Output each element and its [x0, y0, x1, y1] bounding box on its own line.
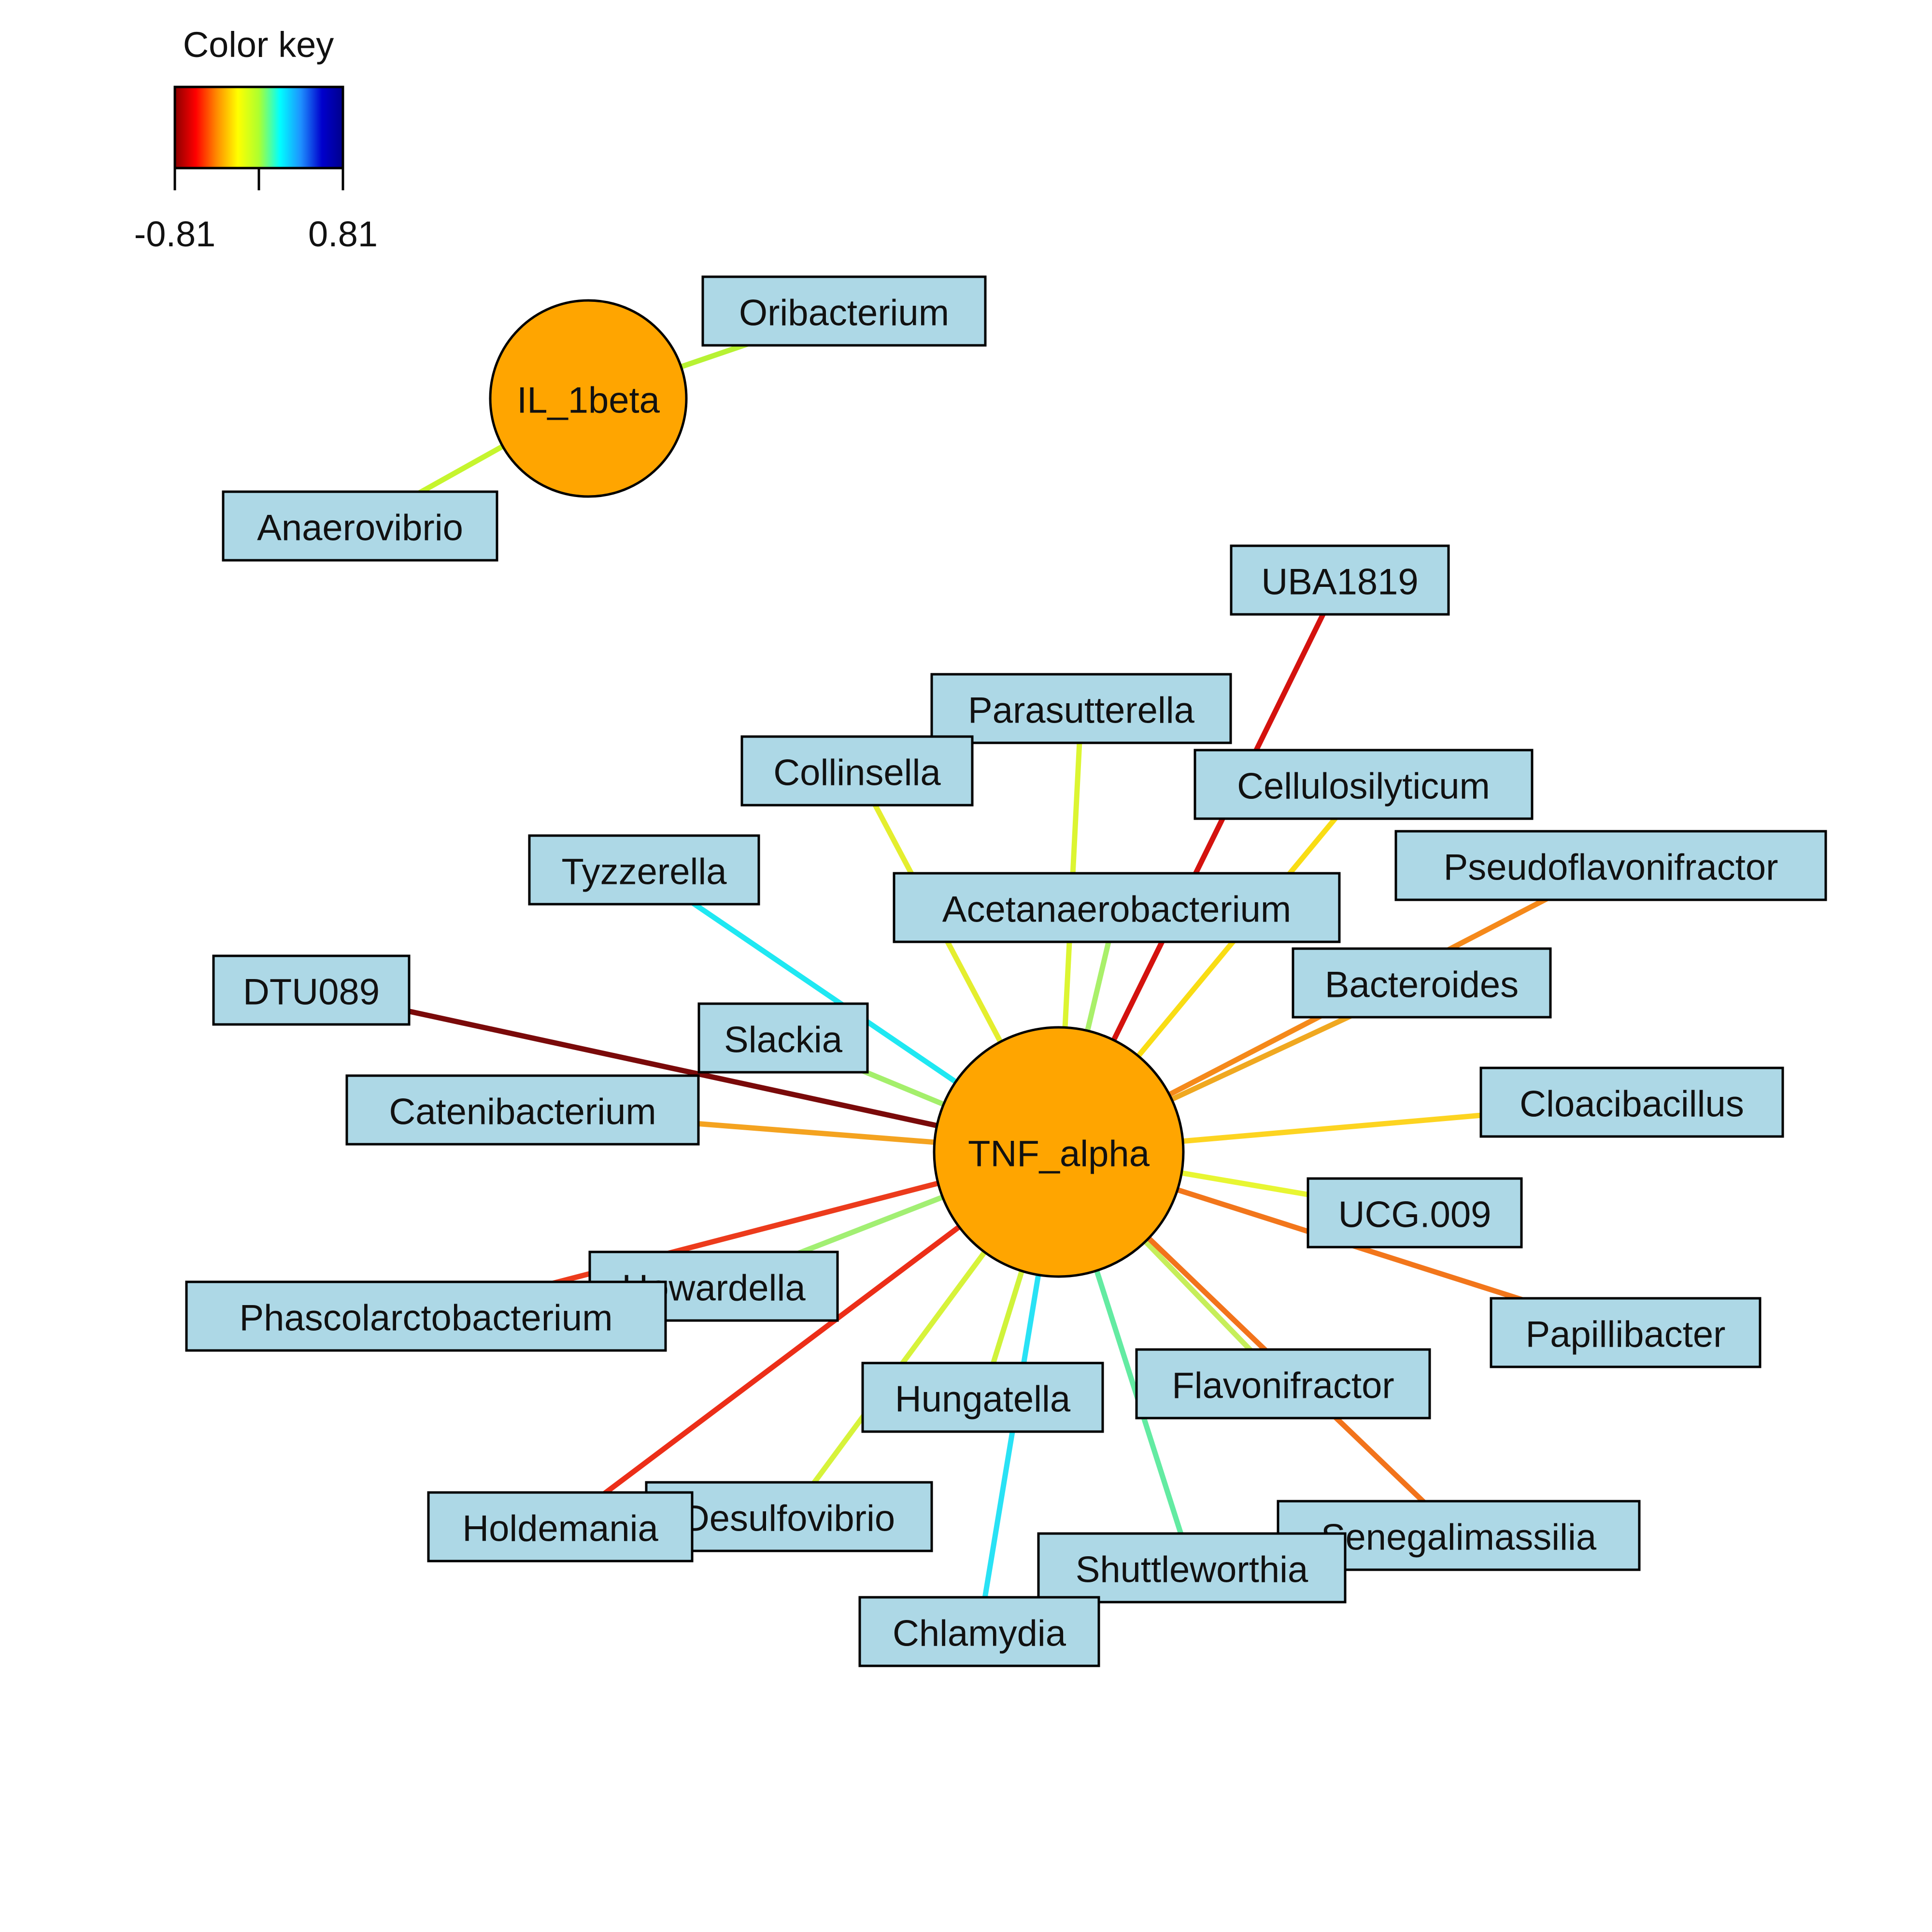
node-label-collinsella: Collinsella: [773, 753, 941, 794]
node-tyzzerella[interactable]: Tyzzerella: [528, 834, 760, 906]
node-box-holdemania: [427, 1491, 694, 1563]
node-chlamydia[interactable]: Chlamydia: [858, 1596, 1100, 1667]
node-collinsella[interactable]: Collinsella: [740, 735, 974, 807]
node-box-acetanaerobacterium: [893, 872, 1341, 943]
node-label-chlamydia: Chlamydia: [893, 1613, 1066, 1654]
node-label-cloacibacillus: Cloacibacillus: [1520, 1084, 1744, 1125]
node-uba1819[interactable]: UBA1819: [1230, 544, 1450, 616]
node-oribacterium[interactable]: Oribacterium: [701, 275, 987, 347]
node-acetanaerobacterium[interactable]: Acetanaerobacterium: [893, 872, 1341, 943]
node-box-phascolarctobacterium: [185, 1280, 667, 1352]
node-box-slackia: [697, 1002, 869, 1074]
node-box-hungatella: [861, 1362, 1104, 1433]
node-label-oribacterium: Oribacterium: [739, 293, 949, 334]
node-label-desulfovibrio: Desulfovibrio: [683, 1498, 895, 1539]
node-box-flavonifractor: [1135, 1348, 1431, 1420]
node-box-dtu089: [212, 954, 411, 1026]
node-pseudoflavonifractor[interactable]: Pseudoflavonifractor: [1394, 830, 1827, 901]
node-box-anaerovibrio: [222, 490, 498, 562]
node-label-acetanaerobacterium: Acetanaerobacterium: [942, 889, 1291, 930]
node-catenibacterium[interactable]: Catenibacterium: [345, 1074, 700, 1146]
hub-circle-il-1beta: [489, 299, 688, 498]
node-box-cloacibacillus: [1479, 1066, 1784, 1138]
node-box-pseudoflavonifractor: [1394, 830, 1827, 901]
hub-il-1beta[interactable]: IL_1beta: [489, 299, 688, 498]
node-hungatella[interactable]: Hungatella: [861, 1362, 1104, 1433]
node-flavonifractor[interactable]: Flavonifractor: [1135, 1348, 1431, 1420]
node-label-phascolarctobacterium: Phascolarctobacterium: [239, 1298, 612, 1339]
node-ucg-009[interactable]: UCG.009: [1307, 1177, 1523, 1249]
nodes-layer: OribacteriumAnaerovibrioUBA1819Parasutte…: [185, 275, 1827, 1667]
node-slackia[interactable]: Slackia: [697, 1002, 869, 1074]
hub-label-il-1beta: IL_1beta: [517, 380, 660, 421]
node-label-dtu089: DTU089: [243, 972, 380, 1013]
color-key-title: Color key: [183, 25, 334, 65]
node-anaerovibrio[interactable]: Anaerovibrio: [222, 490, 498, 562]
node-phascolarctobacterium[interactable]: Phascolarctobacterium: [185, 1280, 667, 1352]
color-key-legend: Color key -0.81 0.81: [134, 25, 378, 254]
node-label-anaerovibrio: Anaerovibrio: [257, 508, 463, 549]
node-box-oribacterium: [701, 275, 987, 347]
node-label-flavonifractor: Flavonifractor: [1172, 1365, 1394, 1406]
node-bacteroides[interactable]: Bacteroides: [1292, 947, 1552, 1019]
node-box-papillibacter: [1490, 1297, 1762, 1368]
node-label-holdemania: Holdemania: [462, 1508, 658, 1549]
node-box-tyzzerella: [528, 834, 760, 906]
color-key-max-label: 0.81: [308, 214, 378, 254]
node-holdemania[interactable]: Holdemania: [427, 1491, 694, 1563]
node-box-parasutterella: [930, 673, 1232, 744]
node-label-catenibacterium: Catenibacterium: [389, 1092, 656, 1133]
color-key-gradient-bar: [173, 85, 344, 170]
node-label-tyzzerella: Tyzzerella: [561, 852, 727, 893]
node-label-slackia: Slackia: [724, 1020, 843, 1061]
node-dtu089[interactable]: DTU089: [212, 954, 411, 1026]
node-box-shuttleworthia: [1037, 1532, 1347, 1604]
node-box-uba1819: [1230, 544, 1450, 616]
node-label-uba1819: UBA1819: [1261, 562, 1418, 603]
node-box-collinsella: [740, 735, 974, 807]
node-label-cellulosilyticum: Cellulosilyticum: [1237, 766, 1490, 807]
node-parasutterella[interactable]: Parasutterella: [930, 673, 1232, 744]
edge-tnf-alpha-dtu089: [311, 987, 1060, 1155]
node-box-chlamydia: [858, 1596, 1100, 1667]
node-label-shuttleworthia: Shuttleworthia: [1076, 1549, 1308, 1591]
hub-tnf-alpha[interactable]: TNF_alpha: [933, 1026, 1185, 1278]
node-box-desulfovibrio: [645, 1481, 933, 1552]
hub-circle-tnf-alpha: [933, 1026, 1185, 1278]
hub-label-tnf-alpha: TNF_alpha: [968, 1134, 1150, 1175]
node-box-cellulosilyticum: [1193, 749, 1534, 820]
node-box-catenibacterium: [345, 1074, 700, 1146]
node-box-bacteroides: [1292, 947, 1552, 1019]
node-papillibacter[interactable]: Papillibacter: [1490, 1297, 1762, 1368]
node-box-ucg-009: [1307, 1177, 1523, 1249]
node-cellulosilyticum[interactable]: Cellulosilyticum: [1193, 749, 1534, 820]
node-label-bacteroides: Bacteroides: [1325, 965, 1519, 1006]
node-shuttleworthia[interactable]: Shuttleworthia: [1037, 1532, 1347, 1604]
node-label-hungatella: Hungatella: [895, 1379, 1071, 1420]
node-label-ucg-009: UCG.009: [1338, 1194, 1492, 1236]
node-label-parasutterella: Parasutterella: [968, 690, 1195, 731]
node-label-senegalimassilia: Senegalimassilia: [1321, 1517, 1597, 1558]
color-key-min-label: -0.81: [134, 214, 216, 254]
node-label-pseudoflavonifractor: Pseudoflavonifractor: [1444, 847, 1778, 888]
node-label-papillibacter: Papillibacter: [1526, 1314, 1726, 1355]
node-cloacibacillus[interactable]: Cloacibacillus: [1479, 1066, 1784, 1138]
node-desulfovibrio[interactable]: Desulfovibrio: [645, 1481, 933, 1552]
